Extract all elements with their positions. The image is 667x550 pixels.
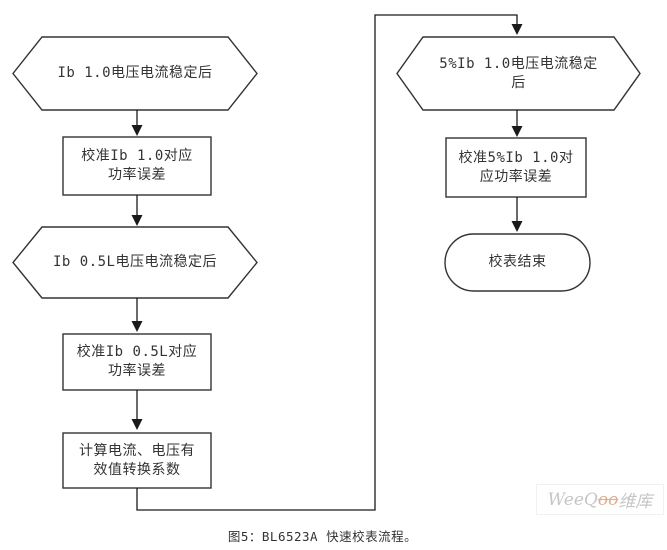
node-hex-5ib10: 5%Ib 1.0电压电流稳定 后 bbox=[412, 37, 625, 110]
arrowhead-down-icon bbox=[511, 24, 523, 35]
watermark-text-oo: oo bbox=[597, 489, 619, 510]
arrowhead-down-icon bbox=[131, 125, 143, 136]
node-label-line: 计算电流、电压有 bbox=[79, 442, 195, 459]
terminator-end-outline bbox=[444, 233, 591, 292]
arrowhead-down-icon bbox=[131, 215, 143, 226]
node-label-line: 校准Ib 0.5L对应 bbox=[76, 344, 198, 360]
arrowhead-down-icon bbox=[511, 126, 523, 137]
node-label-line: 5%Ib 1.0电压电流稳定 bbox=[439, 55, 598, 72]
watermark-text-prefix: WeeQ bbox=[547, 489, 598, 510]
hexagon-ib10-outline bbox=[12, 36, 258, 111]
node-process-cal-ib10: 校准Ib 1.0对应 功率误差 bbox=[63, 137, 211, 195]
arrowhead-down-icon bbox=[511, 221, 523, 232]
figure-caption: 图5：BL6523A 快速校表流程。 bbox=[227, 529, 418, 544]
node-hex-ib05l: Ib 0.5L电压电流稳定后 bbox=[33, 227, 237, 298]
node-label-line: 效值转换系数 bbox=[93, 461, 181, 478]
node-label-line: 功率误差 bbox=[108, 363, 166, 379]
node-label-line: 校表结束 bbox=[488, 254, 547, 270]
node-hex-ib10: Ib 1.0电压电流稳定后 bbox=[33, 37, 237, 110]
node-terminator-end: 校表结束 bbox=[445, 234, 590, 291]
node-process-cal-ib05l: 校准Ib 0.5L对应 功率误差 bbox=[63, 334, 211, 390]
process-cal-ib10-outline bbox=[62, 136, 212, 196]
node-label-line: 校准5%Ib 1.0对 bbox=[458, 149, 574, 166]
node-label-line: Ib 0.5L电压电流稳定后 bbox=[52, 254, 217, 270]
arrowhead-down-icon bbox=[131, 321, 143, 332]
node-label-line: Ib 1.0电压电流稳定后 bbox=[57, 65, 213, 81]
hexagon-5ib10-outline bbox=[396, 36, 641, 111]
process-cal-5ib10-outline bbox=[445, 137, 587, 198]
node-process-calc-rms: 计算电流、电压有 效值转换系数 bbox=[63, 433, 211, 488]
node-label-line: 应功率误差 bbox=[479, 168, 553, 185]
node-label-line: 功率误差 bbox=[108, 167, 166, 183]
node-label-line: 校准Ib 1.0对应 bbox=[81, 148, 193, 164]
connector-rect3-to-hex3-loop bbox=[136, 14, 518, 511]
hexagon-ib05l-outline bbox=[12, 226, 258, 299]
process-calc-rms-outline bbox=[62, 432, 212, 489]
arrowhead-down-icon bbox=[131, 419, 143, 430]
node-label-line: 后 bbox=[511, 74, 526, 91]
node-process-cal-5ib10: 校准5%Ib 1.0对 应功率误差 bbox=[446, 138, 586, 197]
watermark-text-suffix: 维库 bbox=[618, 492, 653, 512]
